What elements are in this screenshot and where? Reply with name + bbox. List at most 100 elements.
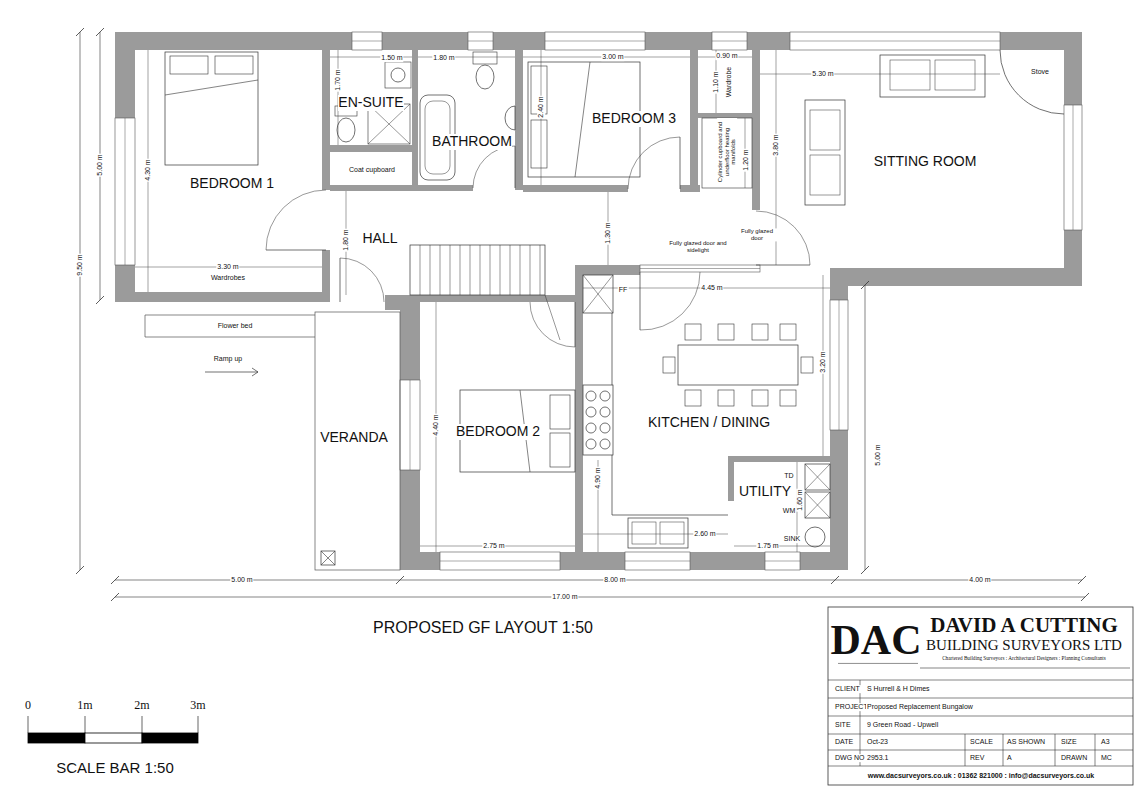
pillow (550, 395, 570, 429)
bed-cover (575, 62, 590, 177)
door-leaf (515, 146, 516, 188)
wall (115, 292, 330, 302)
window-glass (1073, 105, 1074, 230)
window-glass (545, 41, 645, 42)
room-name: HALL (362, 231, 397, 246)
window (640, 265, 760, 272)
sofa-cushion (935, 60, 975, 90)
utility-sink (805, 527, 825, 547)
logo-rule (920, 668, 1130, 669)
hob-ring (600, 439, 610, 449)
dimension-text: 9.50 m (76, 253, 84, 276)
room-label: KITCHEN / DINING (646, 414, 772, 431)
scale-tick (198, 716, 199, 733)
door-swing (530, 302, 575, 347)
window (545, 32, 645, 50)
fridge-freezer (583, 275, 613, 313)
door-swing (640, 272, 700, 330)
room-label: UTILITY (737, 483, 793, 500)
window-glass (468, 41, 493, 42)
plan-label: Ramp up (213, 355, 243, 363)
wall (400, 552, 835, 570)
pillow (531, 120, 547, 168)
window (790, 32, 1000, 50)
door-leaf (575, 302, 576, 347)
dimension-text: 4.90 m (594, 466, 602, 489)
window-glass (765, 561, 800, 562)
wall (400, 295, 420, 570)
pillow (215, 56, 253, 74)
wall (515, 50, 523, 190)
tumble-dryer (805, 464, 830, 490)
scale-bar-segment (85, 733, 142, 743)
dimension-tick (76, 566, 84, 574)
window-glass (640, 268, 760, 269)
stair-tread (480, 245, 481, 295)
dimension-tick (111, 593, 119, 601)
stair-tread (490, 245, 491, 295)
plan-label: 1.50 m (380, 54, 403, 62)
plan-label: Chartered Building Surveyors : Architect… (941, 656, 1107, 662)
washing-machine (805, 492, 830, 518)
washing-machine (805, 492, 830, 518)
stair-tread (470, 245, 471, 295)
toilet-bowl (476, 65, 494, 89)
washing-machine (805, 492, 830, 518)
plan-label: TD (783, 472, 794, 480)
wall (752, 50, 760, 210)
wall (523, 185, 628, 192)
room-label: BEDROOM 2 (454, 423, 542, 440)
dimension-text: 5.00 m (96, 153, 104, 176)
room-name: BEDROOM 2 (456, 424, 540, 439)
plan-label: SIZE (1060, 738, 1078, 746)
stair-tread (420, 245, 421, 295)
plan-label: SCALE BAR 1:50 (55, 760, 175, 777)
kitchen-sink (628, 518, 688, 548)
stair-tread (510, 245, 511, 295)
wall (418, 185, 473, 191)
hob (583, 385, 613, 455)
plan-label: 2.60 m (693, 530, 716, 538)
wall (115, 32, 1082, 50)
hob-ring (586, 439, 596, 449)
pillow (550, 433, 570, 467)
wall (830, 285, 848, 570)
dimension-text: 3.20 m (819, 350, 827, 373)
door-leaf (680, 137, 681, 189)
sofa-cushion (810, 110, 840, 150)
wall (575, 265, 640, 275)
dimension-text: 3.80 m (772, 133, 780, 156)
basin (385, 62, 411, 88)
stair-tread (540, 245, 541, 295)
dimension-text: 2.40 m (537, 95, 545, 118)
toilet-cistern (473, 52, 497, 64)
plan-label: Wardrobes (210, 274, 246, 282)
title-block-rule (828, 766, 1133, 767)
plan-label: AS SHOWN (1006, 738, 1046, 746)
chair (801, 357, 813, 373)
flower-bed-edge (145, 337, 315, 338)
plan-label: PROJECT (834, 703, 869, 711)
window (830, 300, 848, 430)
plan-label: DAC (830, 617, 923, 663)
room-name: KITCHEN / DINING (648, 415, 770, 430)
dimension-text: 5.00 m (874, 443, 882, 466)
plan-label: 17.00 m (551, 593, 578, 601)
plan-label: 1.75 m (756, 542, 779, 550)
worktop-edge (612, 300, 728, 515)
wall (322, 50, 330, 190)
plan-label: Coat cupboard (348, 166, 396, 174)
hob-ring (600, 407, 610, 417)
wall (412, 50, 418, 190)
dimension-text: 1.60 m (796, 488, 804, 511)
room-name: BEDROOM 1 (190, 176, 274, 191)
wall (690, 50, 698, 190)
title-block-rule (1095, 734, 1096, 766)
tumble-dryer (805, 464, 830, 490)
plan-label: 2953.1 (866, 754, 889, 762)
room-label: BEDROOM 1 (188, 175, 276, 192)
plan-label: Oct-23 (866, 738, 889, 746)
post-symbol (321, 551, 335, 565)
pillow (170, 56, 208, 74)
scale-tick (142, 716, 143, 733)
